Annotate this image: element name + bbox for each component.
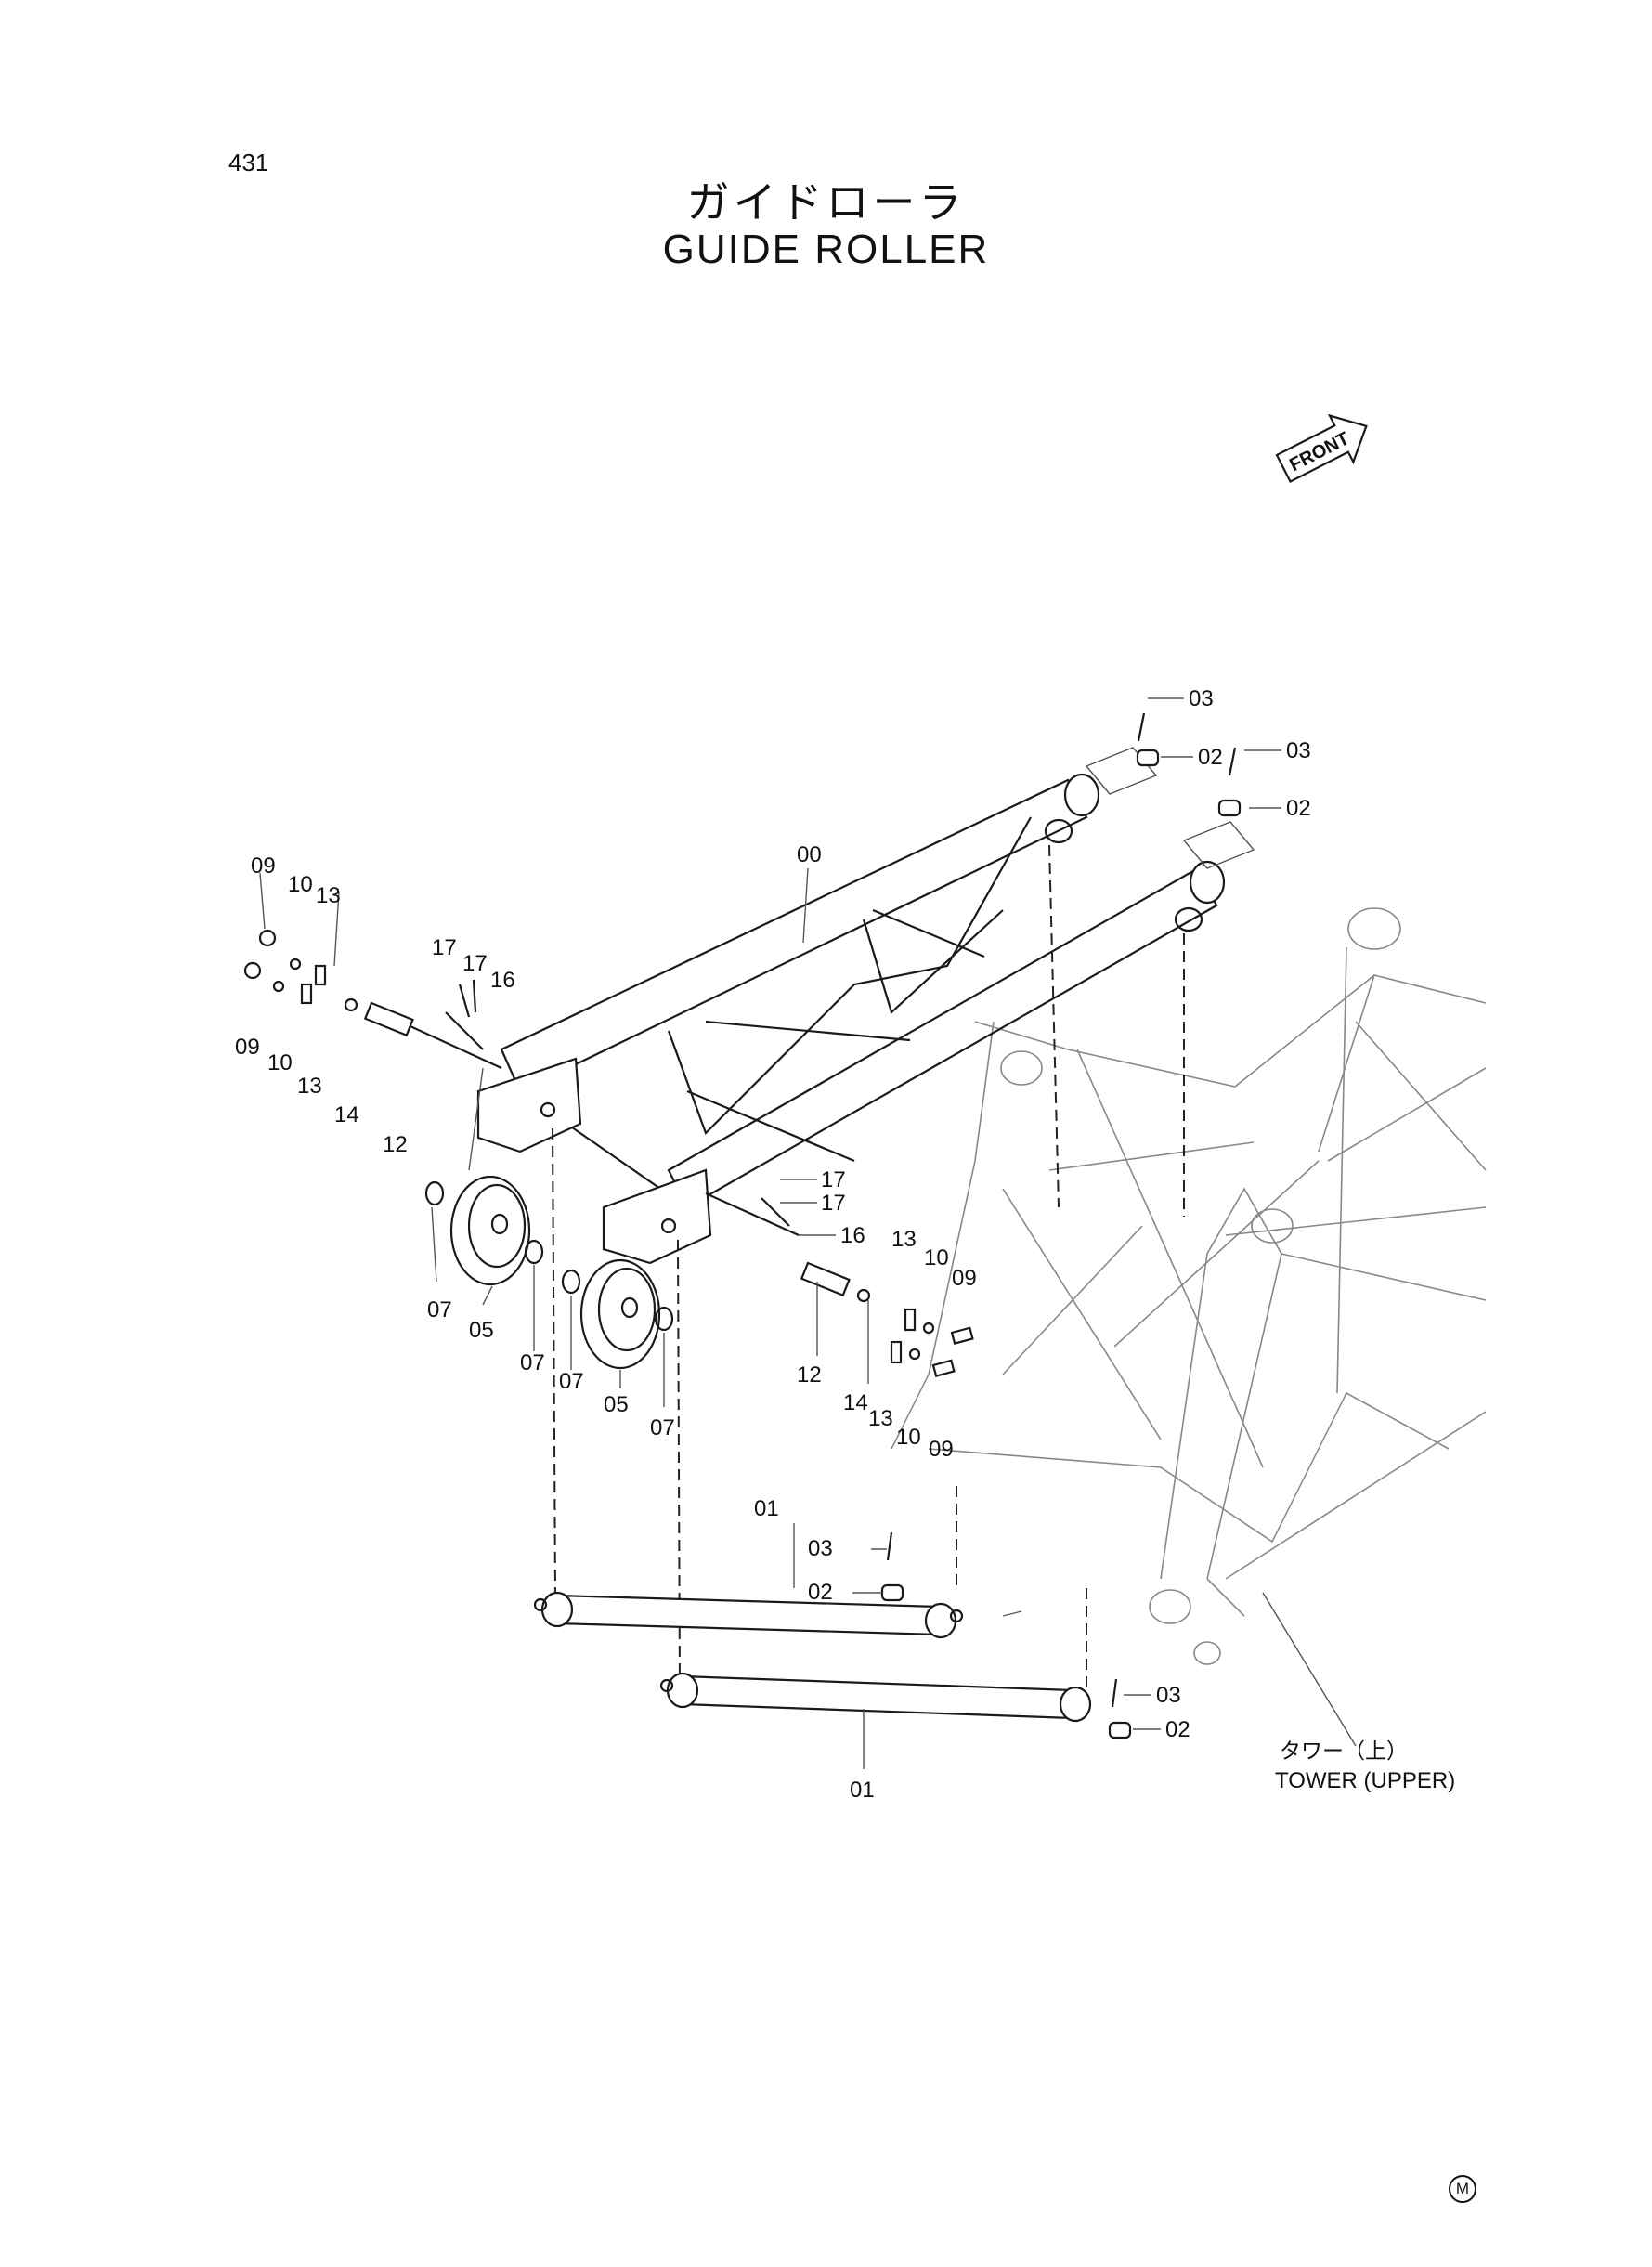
callout-03: 03 bbox=[1189, 686, 1214, 711]
callout-03: 03 bbox=[1286, 738, 1311, 763]
callout-09: 09 bbox=[251, 853, 276, 879]
pin-plate-top bbox=[1085, 747, 1255, 869]
rod-lower bbox=[659, 1672, 1092, 1723]
callout-03: 03 bbox=[808, 1536, 833, 1561]
callout-09: 09 bbox=[235, 1035, 260, 1060]
rod-upper bbox=[533, 1591, 964, 1639]
page-title: GUIDE ROLLER bbox=[662, 227, 990, 272]
tower-structure bbox=[891, 907, 1487, 1665]
callout-01: 01 bbox=[850, 1778, 875, 1803]
callout-13: 13 bbox=[297, 1074, 322, 1099]
callout-02: 02 bbox=[1198, 745, 1223, 770]
callout-09: 09 bbox=[929, 1437, 954, 1462]
callout-14: 14 bbox=[334, 1102, 359, 1127]
callout-14: 14 bbox=[843, 1390, 868, 1415]
page-number: 431 bbox=[228, 149, 269, 176]
washers bbox=[424, 1180, 674, 1332]
callout-13: 13 bbox=[316, 883, 341, 908]
callout-07: 07 bbox=[427, 1297, 452, 1322]
callout-leaders bbox=[259, 697, 1357, 1769]
callout-17: 17 bbox=[821, 1191, 846, 1216]
callout-02: 02 bbox=[808, 1580, 833, 1605]
callout-02: 02 bbox=[1286, 796, 1311, 821]
callout-17: 17 bbox=[821, 1167, 846, 1192]
callout-12: 12 bbox=[797, 1362, 822, 1388]
callout-07: 07 bbox=[520, 1350, 545, 1375]
callout-09: 09 bbox=[952, 1266, 977, 1291]
leader-lines bbox=[552, 844, 1185, 1690]
front-arrow-icon: FRONT bbox=[1275, 413, 1368, 483]
callout-03: 03 bbox=[1156, 1683, 1181, 1708]
callout-17: 17 bbox=[432, 935, 457, 960]
callout-05: 05 bbox=[469, 1318, 494, 1343]
callout-12: 12 bbox=[383, 1132, 408, 1157]
roller-left bbox=[449, 1175, 531, 1286]
shaft-pins-right bbox=[705, 1192, 974, 1377]
callout-labels: 03 02 03 02 00 09 10 13 09 10 13 14 12 1… bbox=[235, 686, 1311, 1803]
tower-label-japanese: タワー（上） bbox=[1280, 1739, 1408, 1764]
callout-00: 00 bbox=[797, 842, 822, 867]
callout-01: 01 bbox=[754, 1496, 779, 1521]
callout-07: 07 bbox=[559, 1369, 584, 1394]
callout-10: 10 bbox=[288, 872, 313, 897]
callout-02: 02 bbox=[1165, 1717, 1190, 1742]
pins bbox=[880, 712, 1242, 1739]
callout-10: 10 bbox=[896, 1425, 921, 1450]
callout-10: 10 bbox=[267, 1050, 293, 1075]
callout-05: 05 bbox=[604, 1392, 629, 1417]
shaft-pins-left bbox=[243, 929, 502, 1069]
footer-mark: M bbox=[1449, 2175, 1476, 2203]
callout-16: 16 bbox=[490, 968, 515, 993]
callout-17: 17 bbox=[462, 951, 488, 976]
callout-13: 13 bbox=[868, 1406, 893, 1431]
tower-label: TOWER (UPPER) bbox=[1275, 1768, 1455, 1793]
callout-07: 07 bbox=[650, 1415, 675, 1440]
roller-right bbox=[579, 1258, 661, 1370]
page-title-japanese: ガイドローラ bbox=[686, 177, 966, 228]
callout-10: 10 bbox=[924, 1245, 949, 1270]
guide-roller-frame bbox=[476, 773, 1226, 1265]
callout-13: 13 bbox=[891, 1227, 917, 1252]
callout-16: 16 bbox=[840, 1223, 865, 1248]
